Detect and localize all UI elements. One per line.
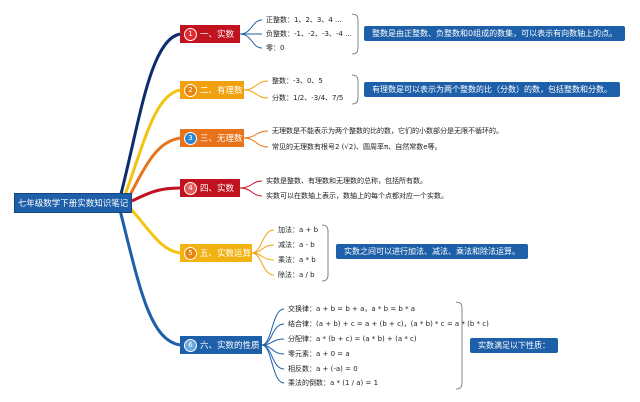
branch-3-label: 三、无理数 — [200, 134, 243, 144]
link-branch-2 — [122, 88, 181, 199]
branch-3[interactable]: 3 三、无理数 — [180, 129, 244, 147]
branch-4[interactable]: 4 四、实数 — [180, 179, 240, 197]
branch-1-label: 一、实数 — [200, 30, 235, 40]
leaf-5-3: 乘法：a * b — [278, 256, 316, 264]
number-badge-1: 1 — [184, 27, 197, 41]
link-branch-3 — [126, 136, 181, 200]
leaf-6-5: 相反数：a + (-a) = 0 — [288, 365, 358, 373]
leaf-5-4: 除法：a / b — [278, 271, 315, 279]
leaf-2-2: 分数：1/2、-3/4、7/5 — [272, 94, 344, 102]
branch-6[interactable]: 6 六、实数的性质 — [180, 336, 262, 354]
leaf-6-2: 结合律：(a + b) + c = a + (b + c)，(a * b) * … — [288, 320, 489, 328]
leaf-1-1: 正整数：1、2、3、4 ... — [266, 16, 342, 24]
link-branch-5 — [128, 206, 181, 255]
leaf-5-1: 加法：a + b — [278, 226, 319, 234]
summary-2: 有理数是可以表示为两个整数的比（分数）的数，包括整数和分数。 — [364, 82, 620, 97]
link-branch-4 — [131, 186, 181, 203]
leaf-5-2: 减法：a - b — [278, 241, 315, 249]
leaf-4-1: 实数是整数、有理数和无理数的总称，包括所有数。 — [266, 177, 427, 185]
summary-1: 整数是由正整数、负整数和0组成的数集，可以表示有向数轴上的点。 — [364, 26, 626, 41]
leaf-3-2: 常见的无理数有根号2 (√2)、圆周率π、自然常数e等。 — [272, 143, 442, 151]
summary-6: 实数满足以下性质： — [470, 338, 558, 353]
leaf-4-2: 实数可以在数轴上表示，数轴上的每个点都对应一个实数。 — [266, 192, 448, 200]
link-branch-1 — [118, 32, 181, 199]
number-badge-3: 3 — [184, 131, 197, 145]
root-node[interactable]: 七年级数学下册实数知识笔记 — [14, 193, 132, 213]
number-badge-6: 6 — [184, 338, 197, 352]
leaf-6-3: 分配律：a * (b + c) = (a * b) + (a * c) — [288, 335, 417, 343]
leaf-6-6: 乘法的倒数：a * (1 / a) = 1 — [288, 379, 379, 387]
leaf-6-4: 零元素：a + 0 = a — [288, 350, 350, 358]
branch-5-label: 五、实数运算 — [200, 249, 252, 259]
branch-1[interactable]: 1 一、实数 — [180, 25, 240, 43]
number-badge-2: 2 — [184, 83, 197, 97]
leaf-2-1: 整数：-3、0、5 — [272, 77, 323, 85]
leaf-3-1: 无理数是不能表示为两个整数的比的数，它们的小数部分是无限不循环的。 — [272, 127, 503, 135]
branch-2-label: 二、有理数 — [200, 86, 243, 96]
link-branch-6 — [118, 209, 181, 347]
branch-4-label: 四、实数 — [200, 184, 235, 194]
number-badge-5: 5 — [184, 246, 197, 260]
summary-5: 实数之间可以进行加法、减法、乘法和除法运算。 — [336, 244, 528, 259]
branch-2[interactable]: 2 二、有理数 — [180, 81, 244, 99]
leaf-1-3: 零：0 — [266, 44, 285, 52]
number-badge-4: 4 — [184, 181, 197, 195]
branch-6-label: 六、实数的性质 — [200, 341, 260, 351]
branch-5[interactable]: 5 五、实数运算 — [180, 244, 252, 262]
leaf-6-1: 交换律：a + b = b + a，a * b = b * a — [288, 305, 416, 313]
leaf-1-2: 负整数：-1、-2、-3、-4 ... — [266, 30, 352, 38]
